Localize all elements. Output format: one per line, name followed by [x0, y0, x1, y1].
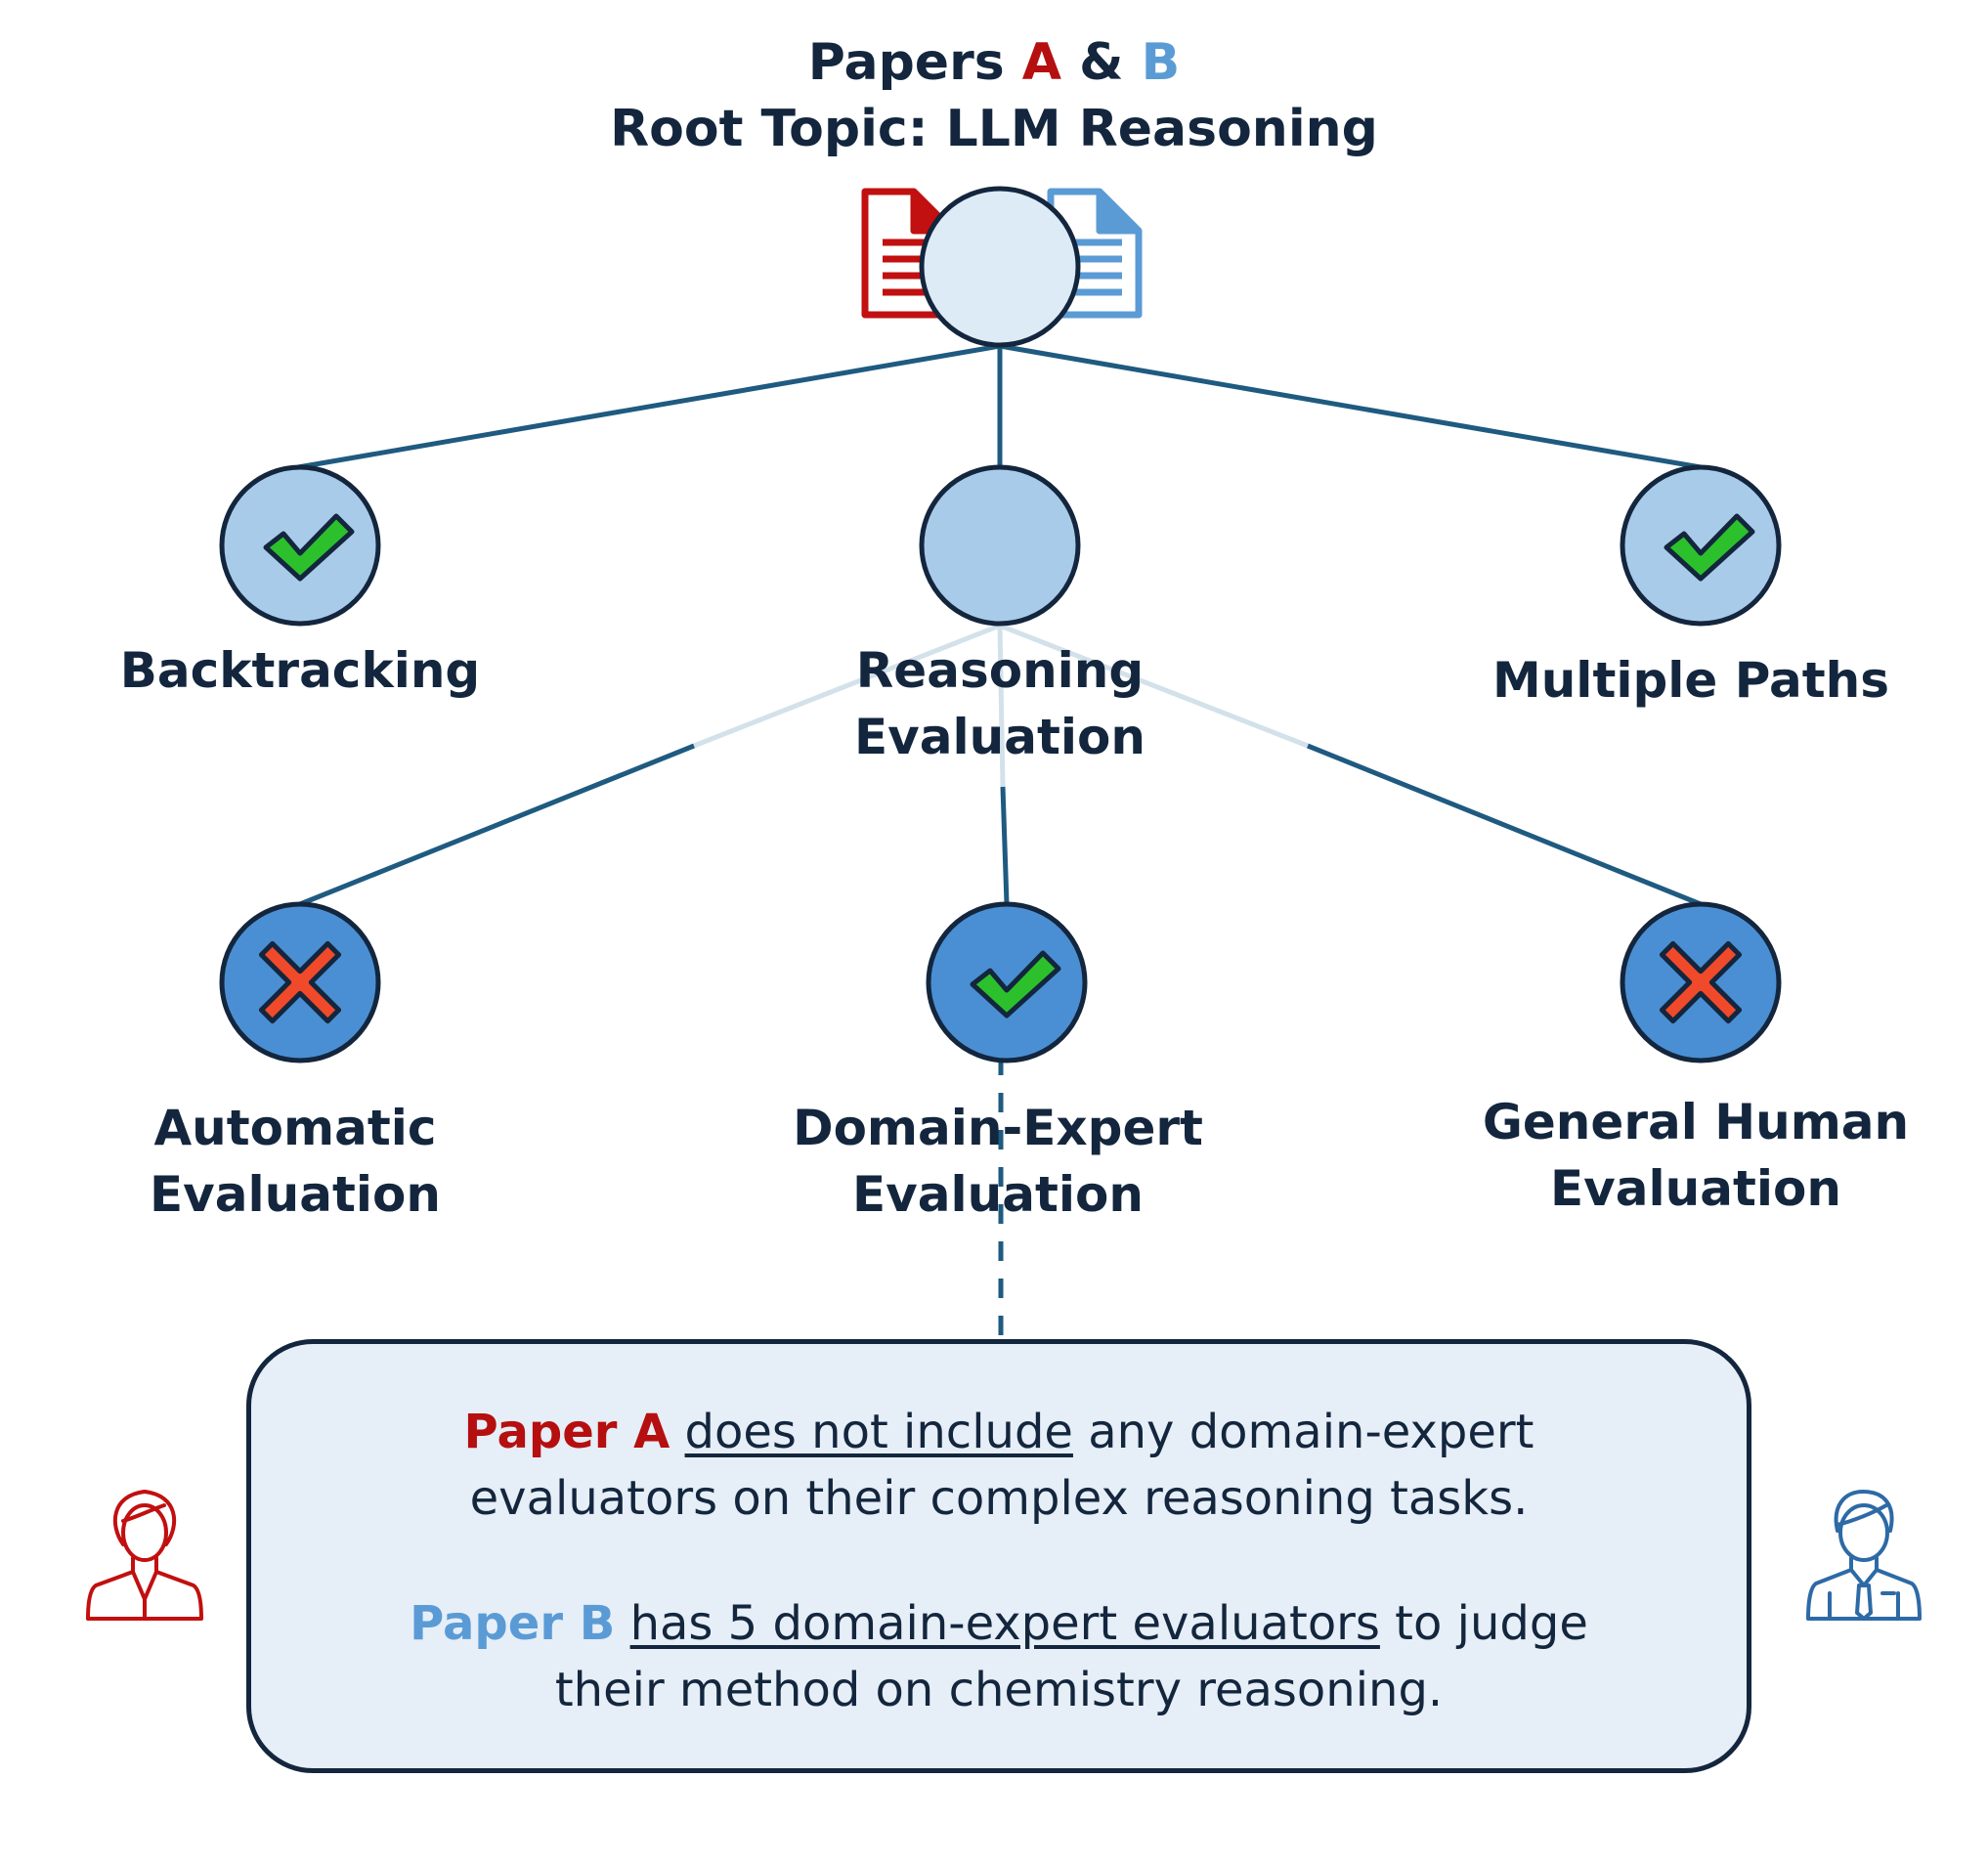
- edge-root-multiple-paths: [999, 343, 1702, 470]
- edges-level1: [297, 343, 1702, 470]
- edge-root-backtracking: [297, 343, 1001, 470]
- title-paper-b: B: [1141, 33, 1181, 92]
- general-human-evaluation-label: General Human Evaluation: [1482, 1094, 1910, 1217]
- female-evaluator-icon: [86, 1490, 203, 1621]
- backtracking-label: Backtracking: [119, 642, 481, 699]
- multiple-paths-label: Multiple Paths: [1491, 652, 1890, 709]
- paper-b-label: Paper B: [410, 1596, 616, 1651]
- general-human-evaluation-cross-icon: [1659, 940, 1743, 1024]
- reasoning-evaluation-label: Reasoning Evaluation: [854, 642, 1145, 765]
- paper-b-key-phrase: has 5 domain-expert evaluators: [629, 1596, 1380, 1651]
- multiple-paths-node[interactable]: [1620, 464, 1782, 627]
- paper-b-statement: Paper B has 5 domain-expert evaluators t…: [410, 1596, 1588, 1717]
- reasoning-evaluation-node[interactable]: [919, 464, 1081, 627]
- multiple-paths-check-icon: [1664, 513, 1755, 582]
- paper-a-statement: Paper A does not include any domain-expe…: [463, 1405, 1534, 1526]
- male-evaluator-icon: [1806, 1490, 1922, 1621]
- root-node[interactable]: [919, 186, 1081, 348]
- paper-a-key-phrase: does not include: [684, 1405, 1073, 1459]
- domain-expert-evaluation-node[interactable]: [926, 901, 1088, 1063]
- title-paper-a: A: [1021, 33, 1062, 92]
- paper-a-label: Paper A: [463, 1405, 670, 1459]
- title-root-topic: Root Topic: LLM Reasoning: [610, 100, 1378, 158]
- edges-level2: [299, 623, 1702, 907]
- comparison-callout: Paper A does not include any domain-expe…: [246, 1339, 1751, 1773]
- diagram-title: Papers A & B Root Topic: LLM Reasoning: [610, 29, 1378, 162]
- domain-expert-evaluation-label: Domain-Expert Evaluation: [793, 1100, 1203, 1223]
- automatic-evaluation-cross-icon: [258, 940, 342, 1024]
- backtracking-node[interactable]: [219, 464, 381, 627]
- title-line-1: Papers A & B: [807, 33, 1181, 92]
- domain-expert-check-icon: [970, 950, 1061, 1019]
- backtracking-check-icon: [263, 513, 355, 582]
- automatic-evaluation-label: Automatic Evaluation: [150, 1100, 441, 1223]
